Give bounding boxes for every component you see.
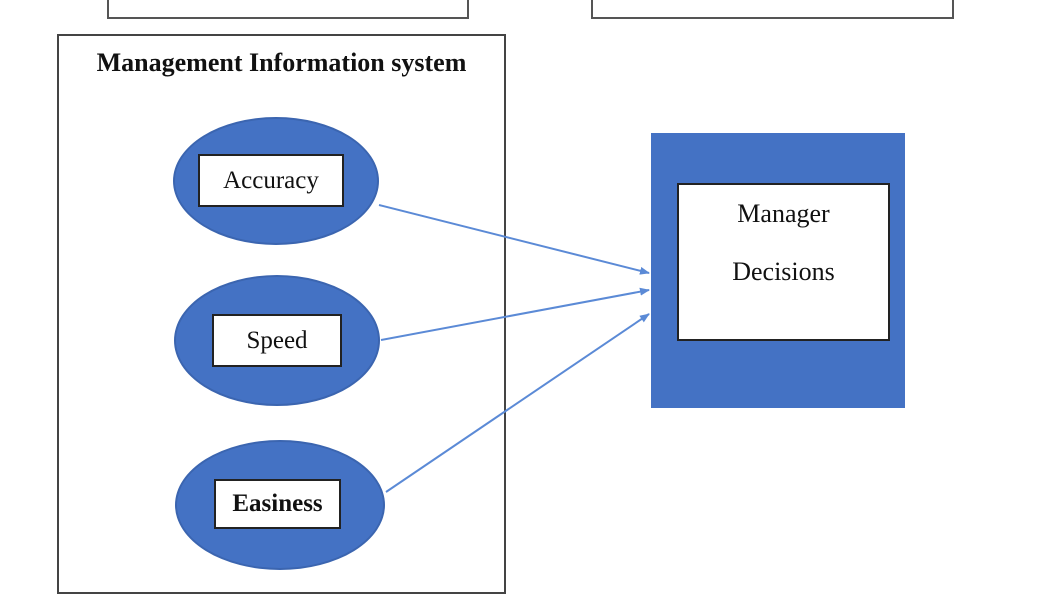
accuracy-label: Accuracy [223,166,319,194]
easiness-label: Easiness [232,490,323,517]
easiness-box: Easiness [214,479,341,529]
arrow-accuracy-to-decisions [378,204,650,275]
decision-label-line1: Manager [737,199,830,228]
top-right-box [591,0,954,19]
mis-title: Management Information system [96,48,467,77]
accuracy-box: Accuracy [198,154,344,207]
arrow-easiness-to-decisions [385,313,650,493]
connector-arrows [378,204,650,493]
speed-label: Speed [246,326,308,354]
arrow-speed-to-decisions [380,287,650,341]
speed-box: Speed [212,314,342,367]
decision-box: Manager Decisions [677,183,890,341]
top-left-box [107,0,469,19]
decision-label-line2: Decisions [732,257,835,286]
